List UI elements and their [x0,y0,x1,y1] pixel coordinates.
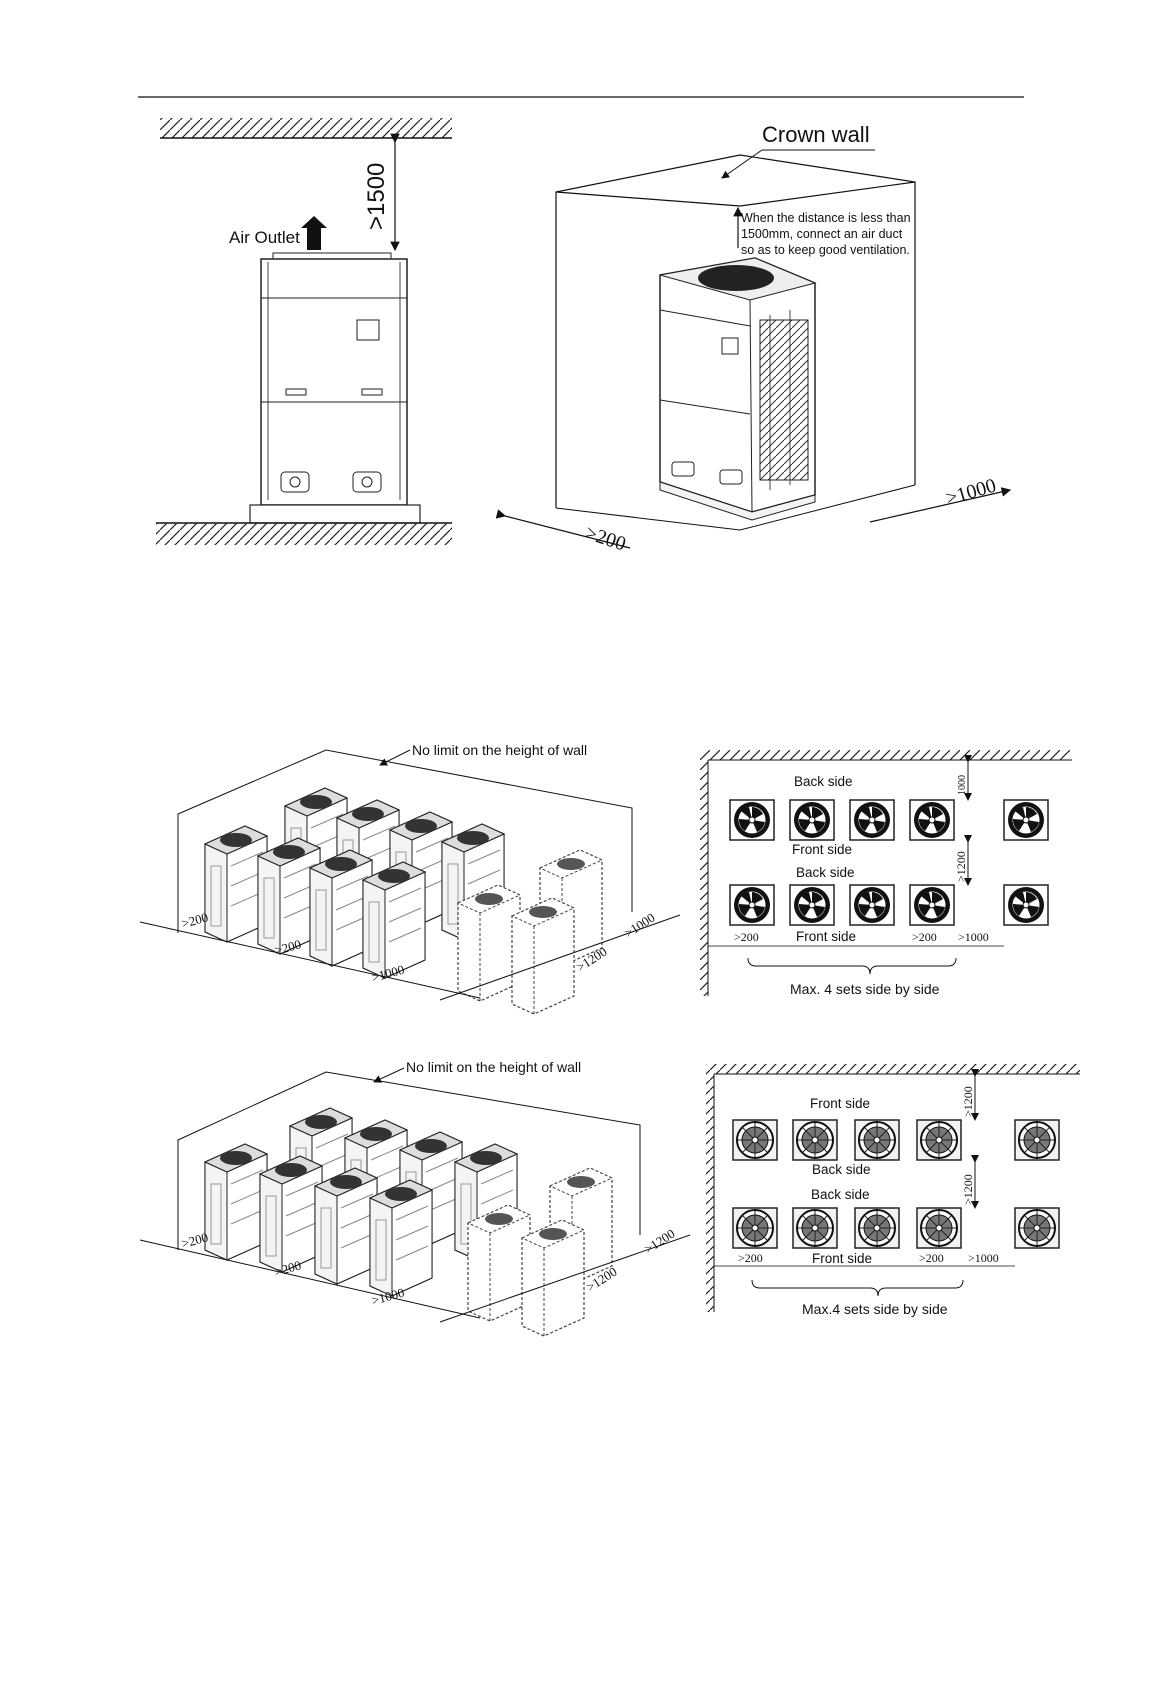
mid-side-left: >200 [734,930,759,944]
bottom-max-label: Max.4 sets side by side [802,1301,948,1317]
crown-wall-label: Crown wall [762,122,870,147]
mid-iso-dim-5: >1000 [621,910,657,941]
mid-row2-bottom-label: Front side [796,929,856,944]
bottom-row-clearance: >1200 [961,1174,975,1205]
mid-row2-top-label: Back side [796,865,855,880]
bottom-row2-bottom-label: Front side [812,1251,872,1266]
bottom-iso-dim-2: >200 [273,1257,303,1278]
mid-row-clearance: >1200 [954,851,968,882]
note-line-3: so as to keep good ventilation. [741,243,910,257]
front-elevation-figure: >1500 Air Outlet [156,118,452,545]
mid-side-mid: >200 [912,930,937,944]
clearance-1500-label: >1500 [363,163,390,230]
bottom-side-mid: >200 [919,1251,944,1265]
middle-iso-figure: No limit on the height of wall >200 >200… [139,742,681,1015]
unit-base [249,504,421,524]
mid-max-label: Max. 4 sets side by side [790,981,940,997]
bottom-row2-top-label: Back side [811,1187,870,1202]
bottom-side-right: >1000 [968,1251,999,1265]
bottom-row1-top-label: Front side [810,1096,870,1111]
mid-iso-dim-1: >200 [180,909,210,930]
right-1000-label: >1000 [943,475,998,510]
mid-row1-top-label: Back side [794,774,853,789]
outdoor-unit-perspective [659,257,817,521]
mid-iso-dim-2: >200 [273,936,303,957]
room-perspective-figure: Crown wall When the distance is less tha… [495,122,1012,556]
bottom-row1-bottom-label: Back side [812,1162,871,1177]
air-outlet-arrow-icon [301,216,327,250]
left-200-label: >200 [582,522,628,556]
note-line-1: When the distance is less than [741,211,911,225]
middle-plan-figure: Back side Front side Back side Front sid… [700,750,1072,997]
bottom-wall-label: No limit on the height of wall [406,1059,581,1075]
outdoor-unit-front [260,258,408,506]
air-outlet-label: Air Outlet [229,228,300,247]
mid-side-right: >1000 [958,930,989,944]
bottom-iso-dim-5: >1200 [641,1226,677,1257]
bottom-side-left: >200 [738,1251,763,1265]
ceiling-hatch [160,118,452,138]
bottom-plan-figure: Front side Back side Back side Front sid… [706,1064,1080,1317]
floor-hatch [156,523,452,545]
bottom-top-clearance: >1200 [961,1086,975,1117]
mid-wall-label: No limit on the height of wall [412,742,587,758]
bottom-iso-dim-1: >200 [180,1229,210,1250]
bottom-iso-figure: No limit on the height of wall >200 >200… [139,1059,691,1337]
note-line-2: 1500mm, connect an air duct [741,227,903,241]
mid-row1-bottom-label: Front side [792,842,852,857]
mid-top-clearance: 1000 [957,775,968,795]
